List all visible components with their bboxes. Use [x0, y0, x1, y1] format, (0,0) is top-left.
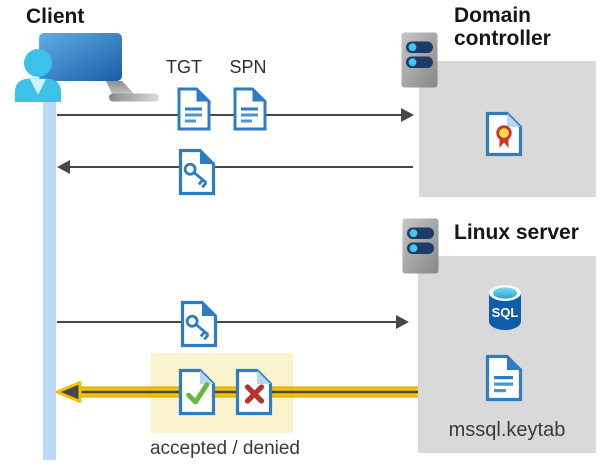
ticket-return-arrow-line [70, 166, 413, 169]
client-user-monitor-icon [15, 33, 159, 102]
tgt-document-icon [177, 87, 211, 131]
certificate-document-icon [485, 111, 523, 157]
monitor-screen [39, 33, 122, 81]
spn-document-icon [233, 87, 267, 131]
key-ticket-document-icon [178, 148, 216, 196]
sql-database-icon: SQL [489, 285, 521, 330]
sql-label: SQL [492, 305, 519, 320]
monitor-stand [106, 81, 136, 96]
client-title: Client [26, 5, 85, 28]
linux-server-icon [402, 218, 439, 274]
accepted-denied-label: accepted / denied [149, 438, 300, 459]
person-head [24, 49, 52, 77]
linux-server-title: Linux server [454, 221, 579, 244]
key-ticket-present-document-icon [180, 300, 218, 348]
keytab-document-icon [485, 354, 523, 402]
present-ticket-arrowhead-icon [396, 315, 409, 329]
request-arrowhead-icon [401, 108, 414, 122]
accepted-document-icon [178, 368, 216, 416]
client-lifeline [43, 88, 56, 460]
result-arrowhead-icon [55, 381, 82, 403]
spn-label: SPN [229, 57, 267, 77]
person-collar [30, 79, 46, 95]
present-ticket-arrow-line [57, 321, 398, 324]
check-icon [186, 382, 210, 405]
domain-controller-server-icon [401, 32, 438, 88]
keytab-filename-label: mssql.keytab [448, 419, 566, 441]
key-icon [183, 162, 208, 189]
certificate-seal [496, 125, 512, 141]
denied-document-icon [235, 368, 273, 416]
key-icon [185, 314, 210, 341]
monitor-base [109, 93, 159, 102]
tgt-label: TGT [166, 57, 202, 77]
x-icon [244, 384, 265, 404]
request-arrow-line [57, 114, 403, 117]
domain-controller-title: Domain controller [454, 4, 551, 50]
ticket-return-arrowhead-icon [57, 160, 70, 174]
